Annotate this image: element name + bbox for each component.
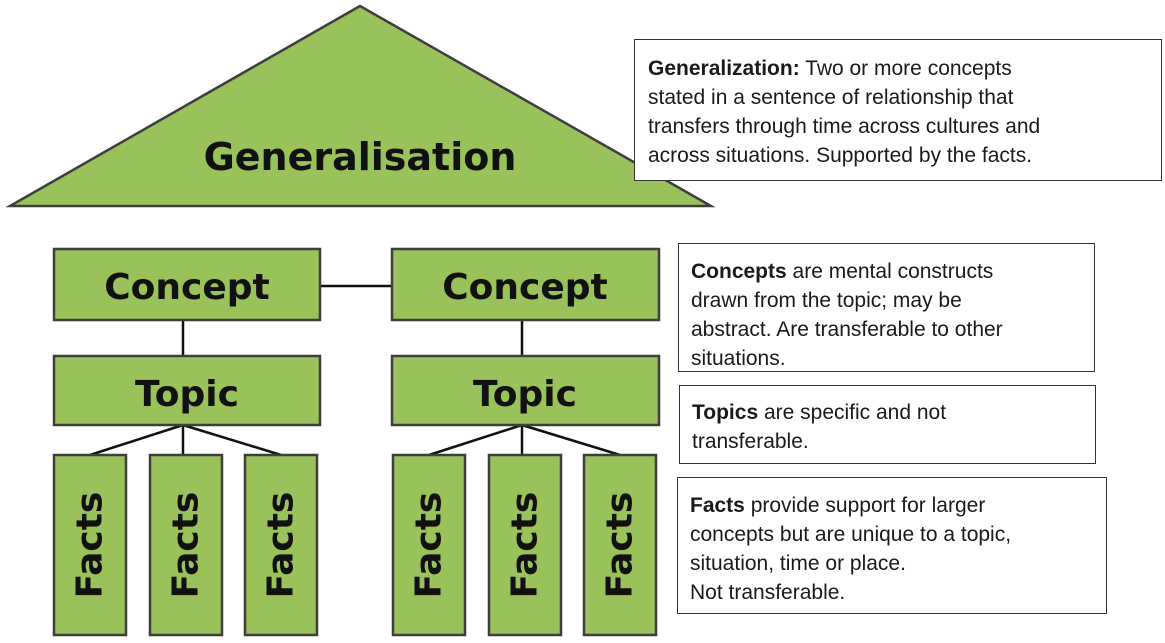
concept-box-1 <box>52 247 322 322</box>
facts-text-3: situation, time or place. <box>690 552 906 575</box>
connectors <box>89 284 621 457</box>
facts-box-2-3 <box>582 453 658 637</box>
generalization-term: Generalization: <box>648 57 800 80</box>
topic-facts-connector-2c <box>521 423 621 457</box>
facts-note: Facts provide support for larger concept… <box>677 477 1107 614</box>
facts-text-1: provide support for larger <box>744 494 986 517</box>
topic-label-1: Topic <box>135 374 239 415</box>
facts-text-2: concepts but are unique to a topic, <box>690 523 1012 546</box>
facts-box-1-3 <box>243 453 319 637</box>
concepts-note: Concepts are mental constructs drawn fro… <box>678 243 1095 372</box>
generalization-text-4: across situations. Supported by the fact… <box>648 144 1033 167</box>
concept-box-2 <box>390 247 661 322</box>
topic-facts-connector-2b <box>428 423 523 457</box>
topics-text-1: are specific and not <box>758 401 947 424</box>
concepts-text-3: abstract. Are transferable to other <box>691 318 1003 341</box>
generalisation-label: Generalisation <box>204 135 517 179</box>
facts-label-1-1: Facts <box>70 492 111 599</box>
generalization-text-1: Two or more concepts <box>799 57 1012 80</box>
facts-label-2-3: Facts <box>600 492 641 599</box>
hierarchy-column-2: Concept Topic Facts Facts Facts <box>390 247 661 637</box>
generalization-text-3: transfers through time across cultures a… <box>648 115 1041 138</box>
facts-term: Facts <box>690 494 745 517</box>
topic-box-2 <box>390 354 661 427</box>
facts-label-1-2: Facts <box>166 492 207 599</box>
topic-facts-connector-1b <box>89 423 184 457</box>
facts-label-1-3: Facts <box>261 492 302 599</box>
topic-box-1 <box>52 354 322 427</box>
generalization-note: Generalization: Two or more concepts sta… <box>634 39 1162 181</box>
facts-label-2-2: Facts <box>505 492 546 599</box>
topics-note: Topics are specific and not transferable… <box>679 385 1096 464</box>
concepts-text-1: are mental constructs <box>786 260 994 283</box>
topics-term: Topics <box>692 401 759 424</box>
facts-box-1-1 <box>52 453 128 637</box>
facts-box-2-1 <box>391 453 467 637</box>
topics-text-2: transferable. <box>692 430 809 453</box>
topic-label-2: Topic <box>473 374 577 415</box>
generalization-text-2: stated in a sentence of relationship tha… <box>648 86 1014 109</box>
concepts-text-2: drawn from the topic; may be <box>691 289 962 312</box>
concepts-term: Concepts <box>691 260 787 283</box>
facts-label-2-1: Facts <box>409 492 450 599</box>
concepts-text-4: situations. <box>691 347 786 370</box>
facts-box-1-2 <box>148 453 224 637</box>
concept-label-2: Concept <box>442 267 608 308</box>
facts-text-4: Not transferable. <box>690 581 846 604</box>
topic-facts-connector-1c <box>182 423 282 457</box>
generalisation-shape: Generalisation <box>5 4 716 208</box>
hierarchy-column-1: Concept Topic Facts Facts Facts <box>52 247 322 637</box>
concept-label-1: Concept <box>104 267 270 308</box>
facts-box-2-2 <box>487 453 563 637</box>
generalisation-triangle <box>5 4 716 208</box>
